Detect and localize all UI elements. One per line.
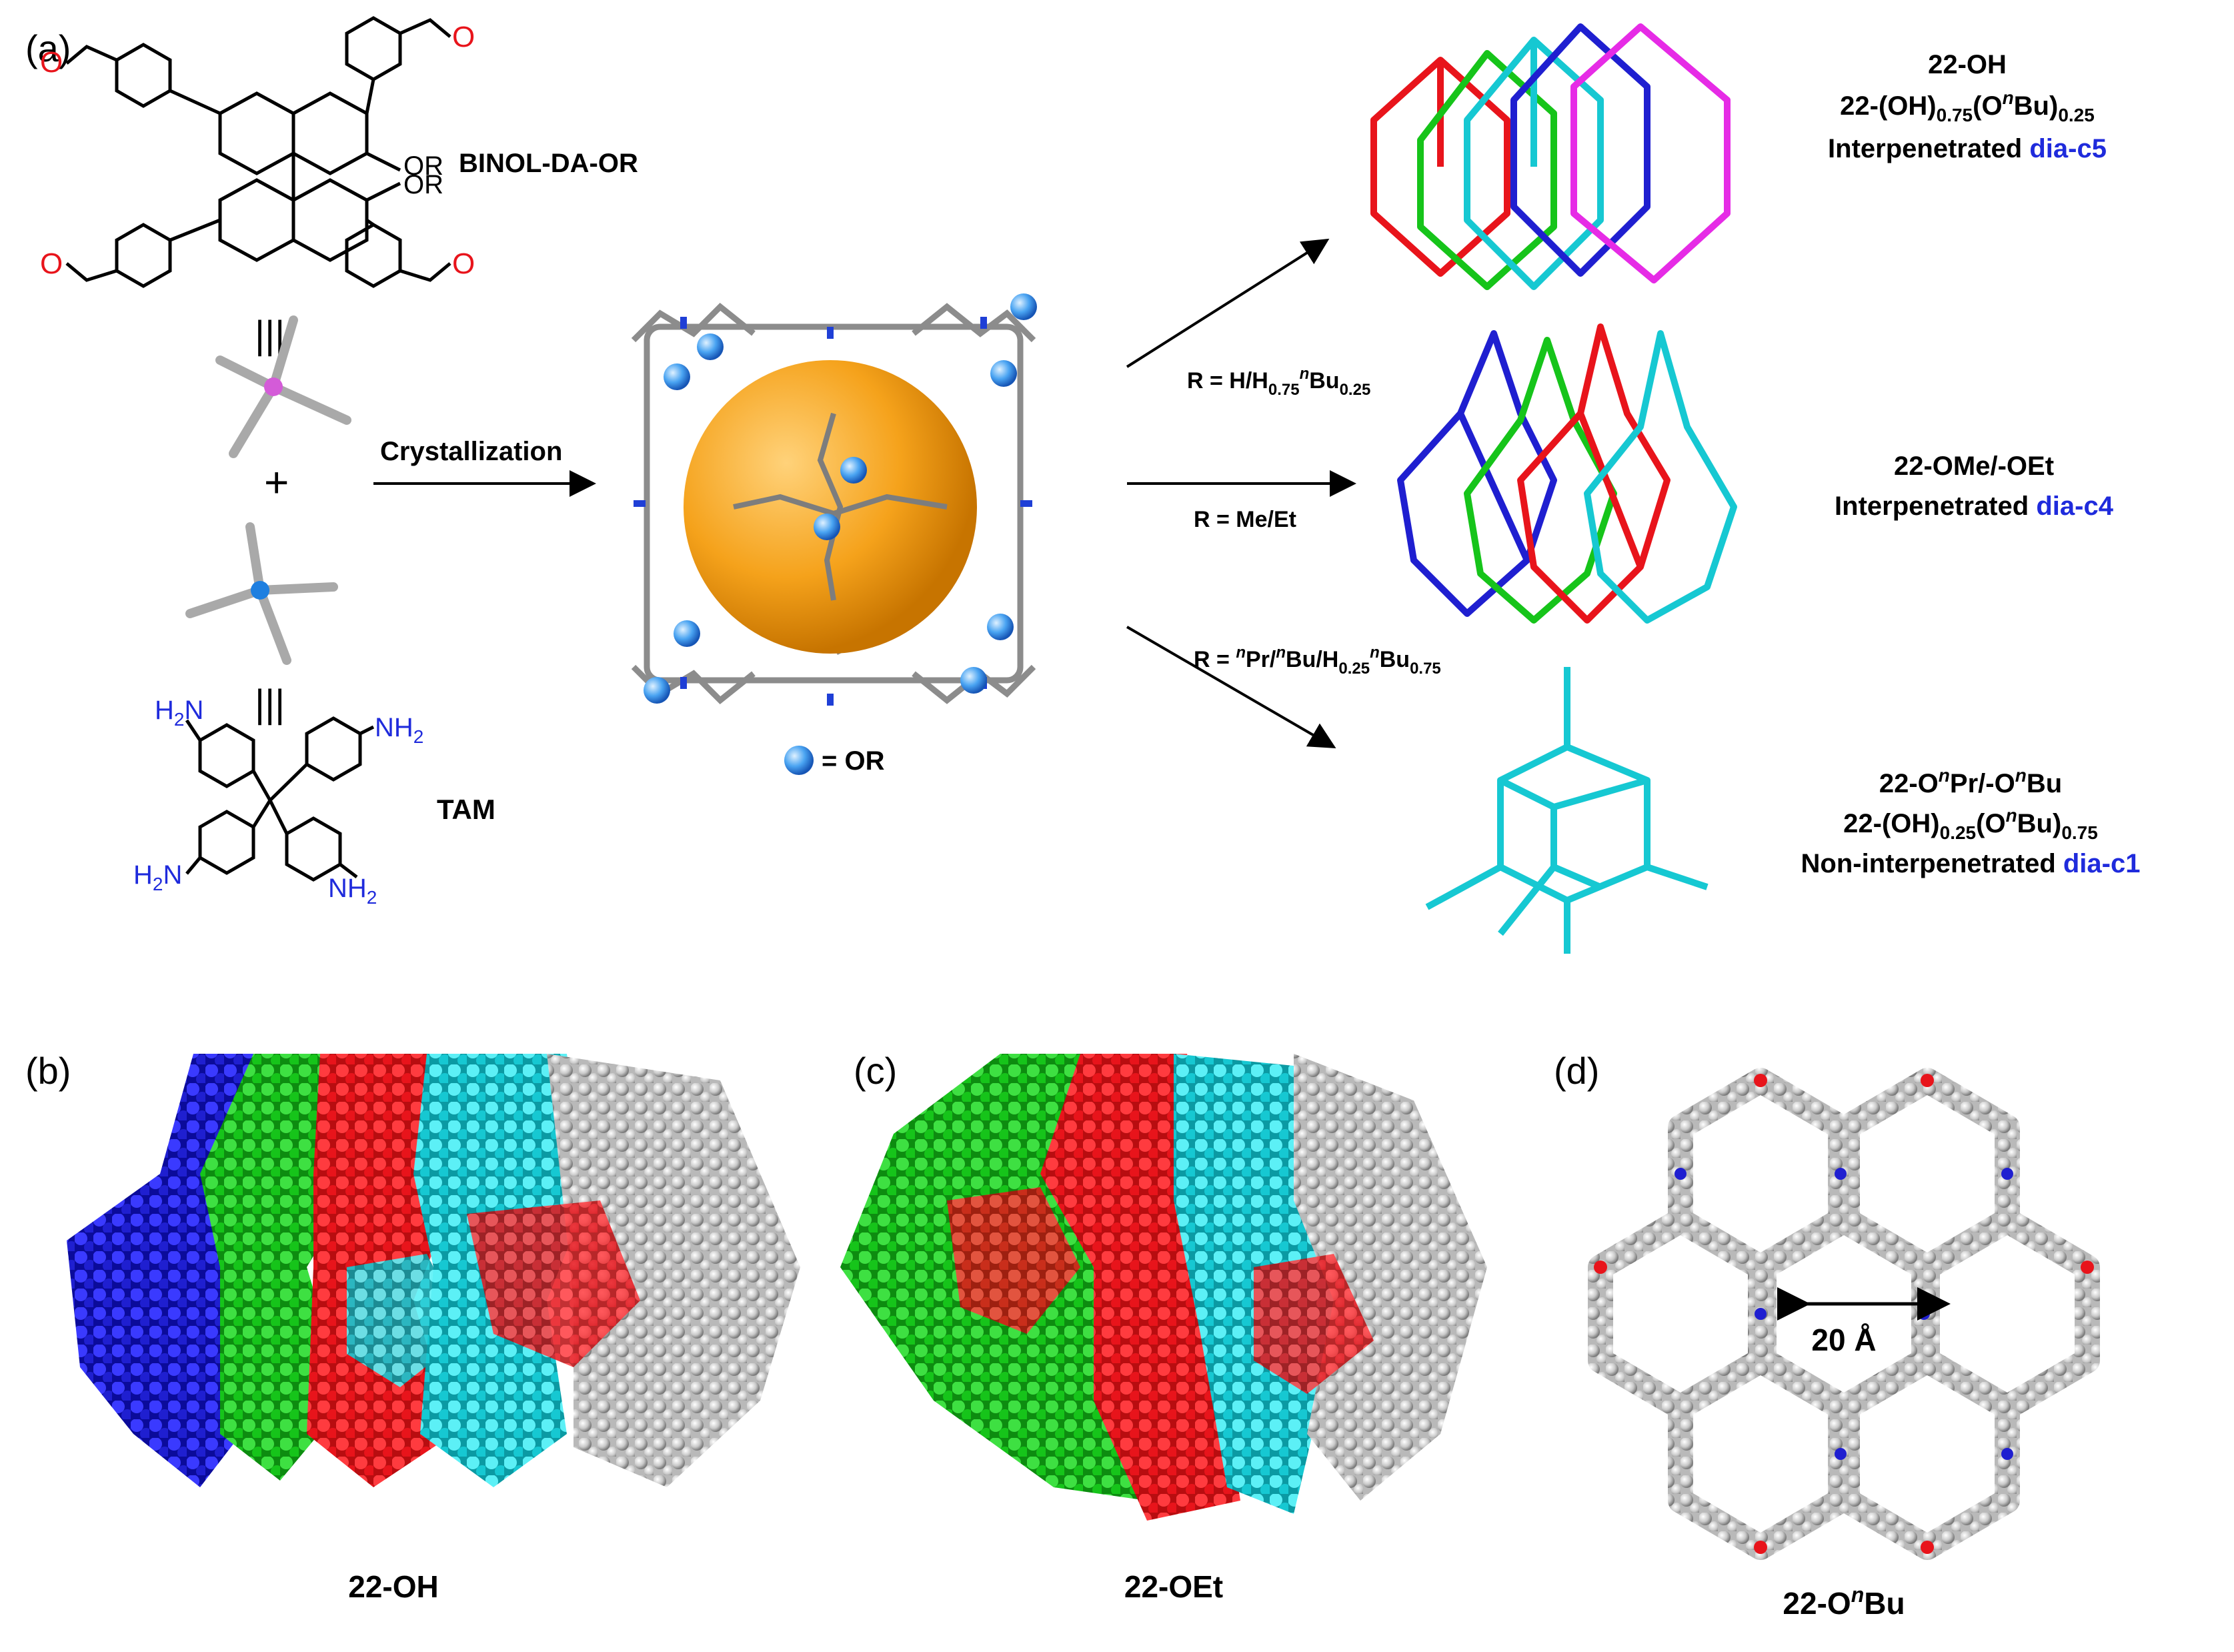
aldehyde-o-label: O: [40, 46, 63, 79]
route-arrow-c1: [1126, 626, 1336, 749]
caption-22-oh: 22-OH: [348, 1569, 438, 1604]
crystallization-label: Crystallization: [380, 437, 562, 466]
space-filling-22-oh: [67, 1054, 800, 1487]
route-arrow-c5: [1126, 238, 1330, 368]
amine-label: H2N: [155, 696, 203, 730]
tam-label: TAM: [437, 794, 495, 825]
route-label-c4: R = Me/Et: [1194, 507, 1296, 532]
net-dia-c1: [1425, 667, 1709, 954]
hexagonal-channel-framework: [1588, 1068, 2100, 1560]
or-legend-label: = OR: [822, 746, 885, 776]
amine-labels: H2N NH2 H2N NH2: [133, 696, 423, 908]
product-formula: 22-(OH)0.25(OnBu)0.75: [1843, 805, 2098, 843]
caption-22-oet: 22-OEt: [1124, 1569, 1223, 1604]
or-legend-ball: [784, 746, 814, 775]
panel-label-b: (b): [25, 1050, 71, 1092]
tetrahedral-node-aldehyde: [215, 315, 351, 458]
product-topology: Interpenetrated dia-c4: [1835, 492, 2114, 521]
framework-heteroatoms: [1594, 1074, 2094, 1554]
pore-sphere: [684, 360, 977, 654]
aldehyde-o-labels: O O O O: [40, 21, 475, 280]
product-name: 22-OH: [1928, 50, 2007, 79]
product-label-c5: 22-OH 22-(OH)0.75(OnBu)0.25 Interpenetra…: [1828, 50, 2107, 163]
amine-label: NH2: [375, 713, 423, 747]
net-dia-c5: [1370, 23, 1731, 290]
cage-framework: [631, 293, 1037, 706]
route-label-c5: R = H/H0.75nBu0.25: [1187, 365, 1370, 399]
aldehyde-o-label: O: [40, 247, 63, 280]
amine-label: NH2: [328, 874, 377, 908]
binol-label: BINOL-DA-OR: [459, 149, 638, 178]
product-topology: Non-interpenetrated dia-c1: [1801, 849, 2141, 878]
aldehyde-o-label: O: [452, 247, 475, 280]
product-label-c1: 22-OnPr/-OnBu 22-(OH)0.25(OnBu)0.75 Non-…: [1801, 765, 2141, 878]
space-filling-22-oet: [840, 1054, 1487, 1521]
product-label-c4: 22-OMe/-OEt Interpenetrated dia-c4: [1835, 452, 2114, 521]
product-formula: 22-(OH)0.75(OnBu)0.25: [1840, 87, 2095, 125]
panel-label-c: (c): [854, 1050, 897, 1092]
or-label-bottom: OR: [403, 170, 443, 199]
tam-structure: [185, 716, 375, 882]
or-label-top: OR: [403, 151, 443, 181]
pore-size-label: 20 Å: [1811, 1323, 1876, 1357]
plus-sign: +: [264, 458, 289, 506]
amine-label: H2N: [133, 860, 182, 894]
tetrahedral-node-amine: [185, 522, 338, 665]
binol-structure: [65, 16, 451, 288]
aldehyde-o-label: O: [452, 21, 475, 53]
caption-22-onbu: 22-OnBu: [1783, 1583, 1905, 1621]
panel-label-a: (a): [25, 27, 71, 69]
panel-label-d: (d): [1554, 1050, 1599, 1092]
route-label-c1: R = nPr/nBu/H0.25nBu0.75: [1194, 644, 1441, 678]
product-topology: Interpenetrated dia-c5: [1828, 134, 2107, 163]
product-name: 22-OMe/-OEt: [1894, 452, 2054, 481]
product-name: 22-OnPr/-OnBu: [1879, 765, 2062, 798]
equivalence-bars-bottom: |||: [255, 682, 285, 726]
net-dia-c4: [1397, 323, 1737, 624]
